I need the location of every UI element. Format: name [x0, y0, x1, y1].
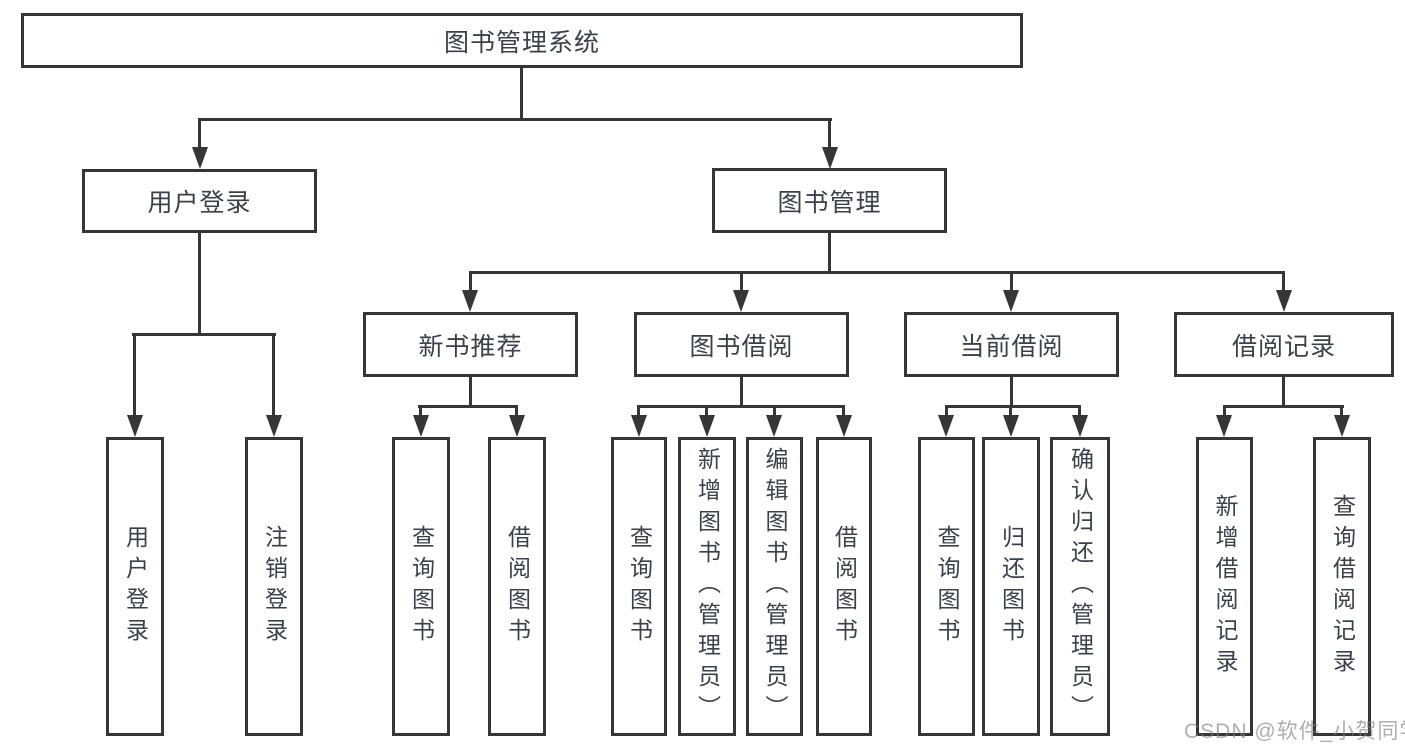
connector-line — [1340, 405, 1343, 417]
leaf-add-books-admin: 新增图书（管理员） — [678, 437, 736, 736]
arrowhead-down-icon — [413, 415, 429, 437]
arrowhead-down-icon — [266, 415, 282, 437]
connector-line — [637, 405, 640, 417]
node-book-management: 图书管理 — [712, 168, 947, 233]
arrowhead-down-icon — [822, 147, 838, 169]
csdn-watermark: CSDN @软件_小贺同学 — [1184, 720, 1405, 743]
connector-line — [419, 405, 422, 417]
connector-line — [469, 271, 472, 293]
connector-line — [1223, 405, 1344, 408]
connector-line — [828, 233, 831, 273]
connector-line — [272, 333, 275, 417]
connector-line — [705, 405, 708, 417]
connector-line — [842, 405, 845, 417]
leaf-return-books: 归还图书 — [982, 437, 1040, 736]
leaf-logout: 注销登录 — [245, 437, 303, 736]
arrowhead-down-icon — [836, 415, 852, 437]
connector-line — [1010, 377, 1013, 407]
connector-line — [773, 405, 776, 417]
connector-line — [828, 118, 831, 150]
leaf-add-borrow-record: 新增借阅记录 — [1196, 437, 1253, 736]
arrowhead-down-icon — [509, 415, 525, 437]
arrowhead-down-icon — [938, 415, 954, 437]
connector-line — [1009, 405, 1012, 417]
arrowhead-down-icon — [699, 415, 715, 437]
leaf-edit-books-admin: 编辑图书（管理员） — [746, 437, 803, 736]
connector-line — [1223, 405, 1226, 417]
arrowhead-down-icon — [1003, 290, 1019, 312]
connector-line — [515, 405, 518, 417]
connector-line — [1010, 271, 1013, 293]
connector-line — [132, 333, 276, 336]
connector-line — [945, 405, 1081, 408]
connector-line — [469, 271, 1285, 274]
connector-line — [133, 333, 136, 417]
leaf-user-login: 用户登录 — [106, 437, 164, 736]
connector-line — [418, 405, 518, 408]
connector-line — [469, 377, 472, 407]
node-new-book-recommend: 新书推荐 — [363, 312, 578, 377]
node-user-login: 用户登录 — [82, 169, 317, 233]
connector-line — [198, 118, 201, 150]
leaf-borrow-books-2: 借阅图书 — [816, 437, 872, 736]
connector-line — [198, 118, 832, 121]
connector-line — [1282, 271, 1285, 293]
arrowhead-down-icon — [733, 290, 749, 312]
node-root-library-system: 图书管理系统 — [21, 13, 1023, 68]
arrowhead-down-icon — [1216, 415, 1232, 437]
arrowhead-down-icon — [1334, 415, 1350, 437]
connector-line — [945, 405, 948, 417]
node-current-borrow: 当前借阅 — [904, 312, 1119, 377]
leaf-borrow-books-1: 借阅图书 — [488, 437, 546, 736]
arrowhead-down-icon — [766, 415, 782, 437]
connector-line — [637, 405, 845, 408]
arrowhead-down-icon — [1072, 415, 1088, 437]
node-borrow-records: 借阅记录 — [1174, 312, 1394, 377]
leaf-query-borrow-record: 查询借阅记录 — [1313, 437, 1371, 736]
arrowhead-down-icon — [631, 415, 647, 437]
leaf-query-books-3: 查询图书 — [918, 437, 975, 736]
connector-line — [198, 233, 201, 336]
leaf-query-books-1: 查询图书 — [392, 437, 450, 736]
node-book-borrow: 图书借阅 — [634, 312, 849, 377]
leaf-confirm-return-admin: 确认归还（管理员） — [1050, 437, 1110, 736]
arrowhead-down-icon — [1003, 415, 1019, 437]
connector-line — [1078, 405, 1081, 417]
connector-line — [740, 377, 743, 407]
connector-line — [740, 271, 743, 293]
connector-line — [520, 66, 523, 120]
arrowhead-down-icon — [192, 147, 208, 169]
leaf-query-books-2: 查询图书 — [611, 437, 667, 736]
connector-line — [1282, 377, 1285, 407]
arrowhead-down-icon — [127, 415, 143, 437]
arrowhead-down-icon — [462, 290, 478, 312]
arrowhead-down-icon — [1276, 290, 1292, 312]
